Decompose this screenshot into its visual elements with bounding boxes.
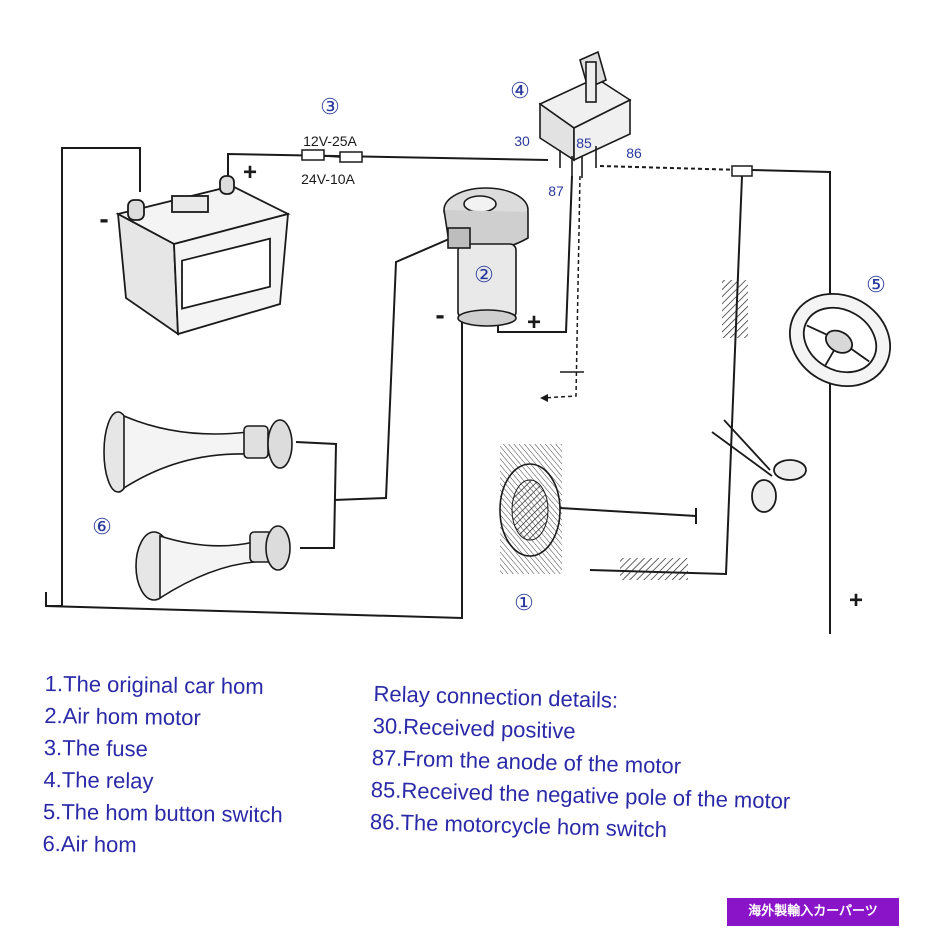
fuse-rating-12v: 12V-25A — [303, 133, 357, 149]
fuse-rating-24v: 24V-10A — [301, 171, 355, 187]
relay-pin-85: 85 — [576, 135, 592, 151]
callout-3: ③ — [320, 94, 340, 119]
callout-5: ⑤ — [866, 272, 886, 297]
callout-2: ② — [474, 262, 494, 287]
legend-item: 2.Air hom motor — [44, 702, 201, 731]
relay-icon — [538, 50, 632, 178]
callout-1: ① — [514, 590, 534, 615]
scissors-icon — [711, 419, 807, 513]
callout-4: ④ — [510, 78, 530, 103]
air-horn-upper-icon — [103, 411, 293, 493]
steering-wheel-icon — [788, 292, 892, 388]
watermark-badge: 海外製輸入カーパーツ — [727, 898, 899, 926]
relay-ground-dashed — [541, 175, 581, 399]
legend-item: 4.The relay — [43, 766, 154, 794]
battery-plus-label: + — [243, 159, 257, 186]
motor-plus-label: + — [527, 309, 541, 336]
air-horn-motor-icon — [443, 187, 529, 327]
legend-item: 6.Air hom — [42, 830, 137, 858]
relay-pin-86: 86 — [626, 145, 642, 161]
legend-item: 3.The fuse — [43, 734, 149, 762]
hatched-wire-icon — [722, 280, 748, 338]
fuse-icon — [301, 149, 363, 163]
air-horn-lower-icon — [135, 525, 291, 601]
arrow-icon — [540, 394, 548, 402]
relay-details-legend: Relay connection details: 30.Received po… — [370, 678, 794, 850]
switch-plus-label: + — [849, 587, 863, 614]
relay-pin-30: 30 — [514, 133, 530, 149]
legend-item: 1.The original car hom — [44, 670, 264, 700]
original-car-horn-icon — [499, 444, 562, 574]
legend-item: 5.The hom button switch — [42, 798, 283, 828]
callout-6: ⑥ — [92, 514, 112, 539]
hatched-wire-icon — [620, 558, 688, 580]
component-legend: 1.The original car hom 2.Air hom motor 3… — [42, 668, 284, 863]
relay-pin-87: 87 — [548, 183, 564, 199]
motor-minus-label: - — [435, 299, 444, 330]
battery-minus-label: - — [99, 203, 108, 234]
switch-connector — [731, 165, 753, 177]
battery-icon — [115, 175, 291, 336]
